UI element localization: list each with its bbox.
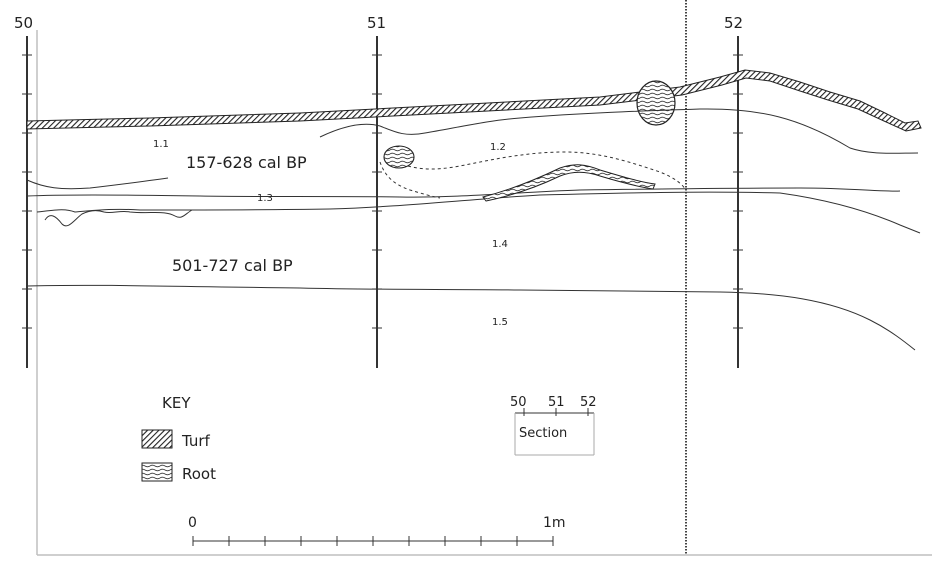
key-item-turf: Turf bbox=[181, 432, 211, 450]
root-feature-small bbox=[383, 145, 415, 169]
date-label-lower: 501-727 cal BP bbox=[172, 256, 293, 275]
root-feature-elongated bbox=[482, 164, 656, 202]
root-wave-icon bbox=[141, 462, 173, 482]
layer-label-1-2: 1.2 bbox=[490, 142, 506, 153]
inset-label-52: 52 bbox=[580, 395, 597, 410]
grid-label-52: 52 bbox=[724, 14, 743, 32]
layer-label-1-5: 1.5 bbox=[492, 317, 508, 328]
turf-hatch-icon bbox=[141, 429, 173, 449]
section-inset: 50 51 52 Section bbox=[510, 395, 597, 456]
pit-cut-edge bbox=[379, 161, 441, 199]
root-feature-large bbox=[636, 80, 676, 126]
scale-bar-start-label: 0 bbox=[188, 515, 197, 531]
inset-label-50: 50 bbox=[510, 395, 527, 410]
boundary-1-3-detail bbox=[44, 209, 193, 227]
scale-bar: 0 1m bbox=[188, 515, 566, 546]
key-item-root: Root bbox=[182, 465, 216, 483]
layer-label-1-1: 1.1 bbox=[153, 139, 169, 150]
boundary-1-1-left bbox=[26, 177, 169, 190]
inset-title: Section bbox=[519, 426, 567, 441]
boundary-1-1-1-2 bbox=[319, 108, 919, 154]
pit-cut-edge-upper bbox=[407, 151, 687, 191]
boundary-1-3-1-4 bbox=[36, 191, 921, 234]
survey-poles bbox=[22, 36, 743, 368]
boundary-1-2-1-3 bbox=[26, 187, 901, 198]
boundary-1-4-1-5 bbox=[26, 284, 916, 351]
key-title: KEY bbox=[162, 394, 191, 412]
layer-label-1-4: 1.4 bbox=[492, 239, 508, 250]
layer-label-1-3: 1.3 bbox=[257, 193, 273, 204]
scale-bar-end-label: 1m bbox=[543, 515, 566, 531]
inset-label-51: 51 bbox=[548, 395, 565, 410]
grid-label-50: 50 bbox=[14, 14, 33, 32]
turf-layer bbox=[26, 69, 922, 132]
grid-label-51: 51 bbox=[367, 14, 386, 32]
date-label-upper: 157-628 cal BP bbox=[186, 153, 307, 172]
